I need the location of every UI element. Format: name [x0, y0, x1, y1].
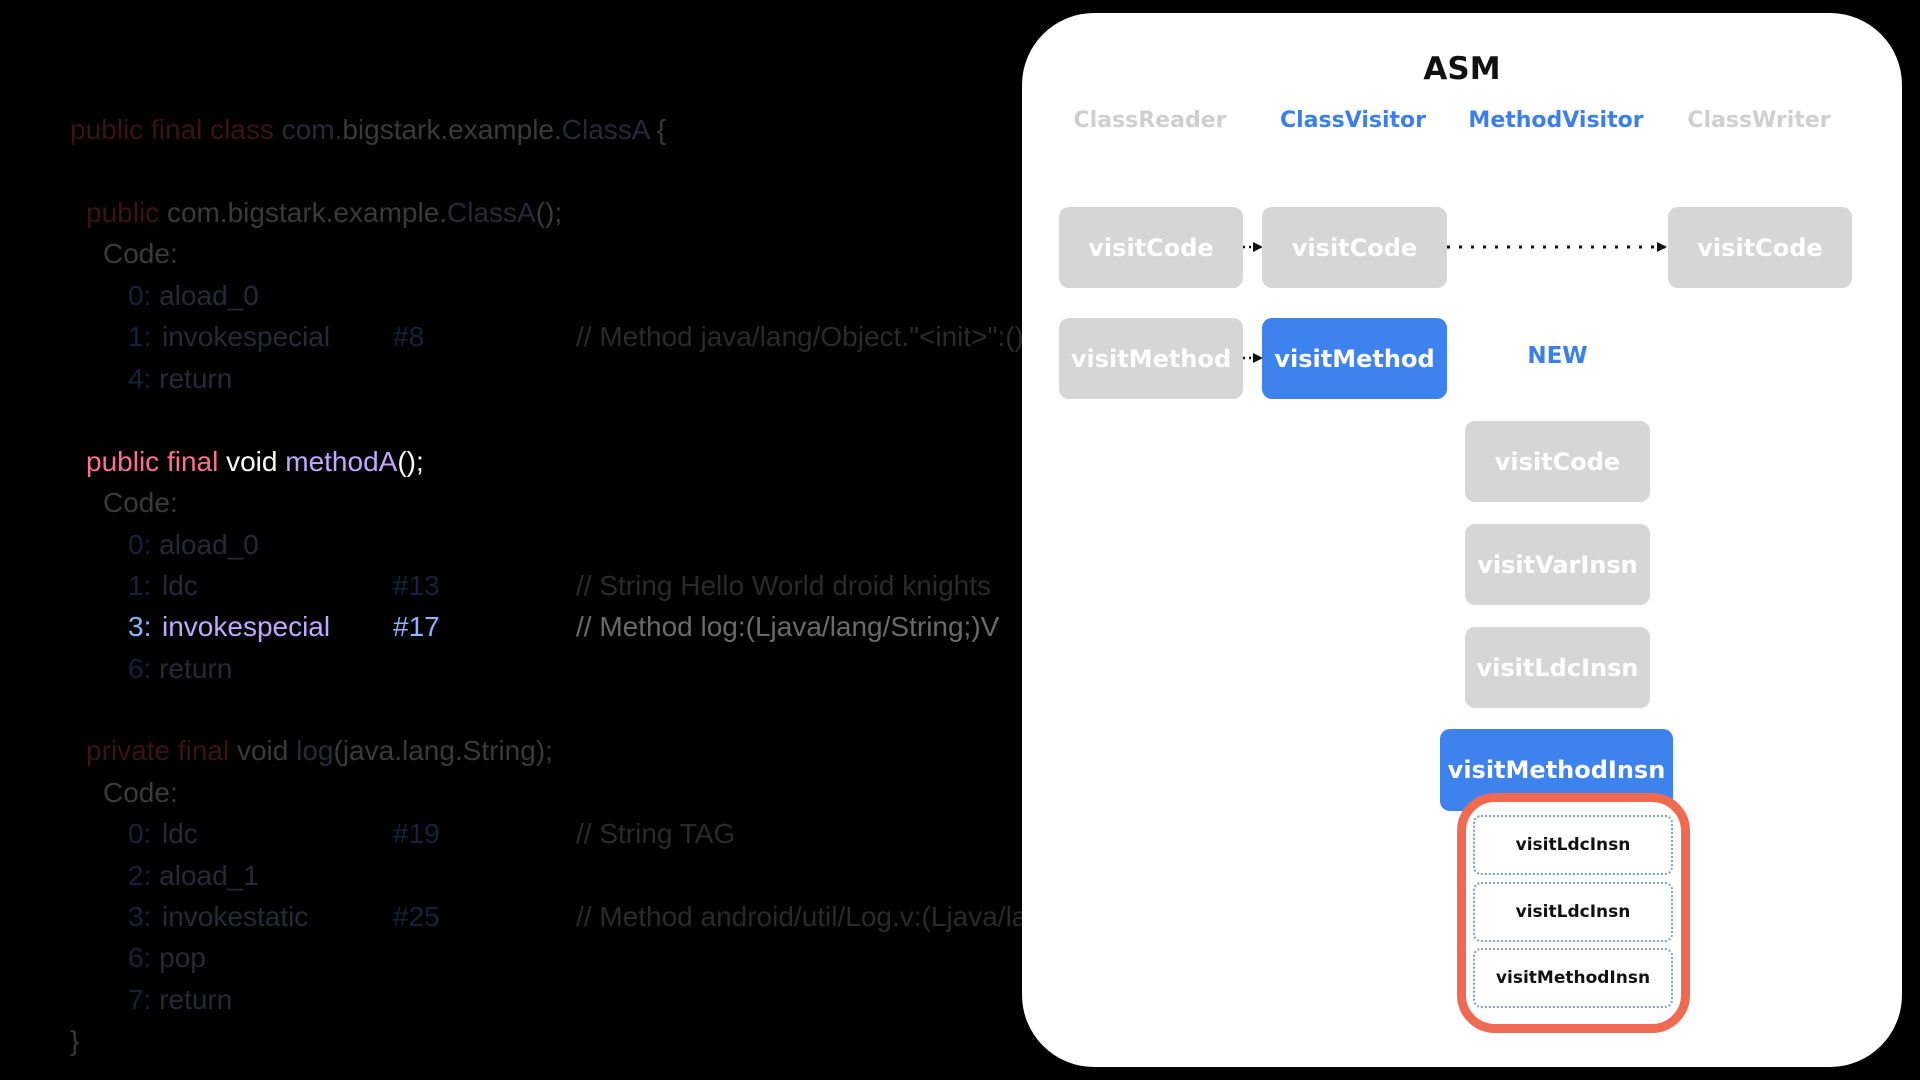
code-token: 3:: [128, 611, 152, 642]
code-token: 6:: [128, 653, 160, 684]
reader-visitcode-box: visitCode: [1059, 207, 1243, 288]
code-token: 0:: [128, 818, 152, 849]
code-token: 0:: [128, 280, 160, 311]
code-token: invokespecial: [162, 321, 331, 352]
code-line-instruction: 4: return: [128, 359, 232, 399]
code-token: 3:: [128, 901, 152, 932]
code-token: aload_0: [159, 529, 259, 560]
sub-visitmethodinsn-box: visitMethodInsn: [1473, 948, 1673, 1008]
column-header-classwriter: ClassWriter: [1687, 108, 1831, 133]
column-header-methodvisitor: MethodVisitor: [1468, 108, 1644, 133]
code-token: (java.lang.String);: [333, 735, 553, 766]
new-label: NEW: [1527, 343, 1588, 369]
code-comment: // Method log:(Ljava/lang/String;)V: [576, 611, 1000, 642]
code-token: #8: [393, 321, 425, 352]
code-token: public final class: [70, 114, 282, 145]
sub-visitldcinsn-box-2: visitLdcInsn: [1473, 882, 1673, 942]
code-token: #13: [393, 570, 440, 601]
code-line-instruction: 0: aload_0: [128, 525, 259, 565]
code-token: public: [86, 197, 167, 228]
code-line-instruction: 3: invokestatic #25 // Method android/ut…: [128, 897, 1030, 937]
code-token: aload_0: [159, 280, 259, 311]
code-token: bigstark.example.: [342, 114, 562, 145]
code-line-constructor: public com.bigstark.example.ClassA();: [86, 193, 562, 233]
code-token: pop: [159, 942, 206, 973]
visitor-visitmethod-box: visitMethod: [1262, 318, 1447, 399]
code-token: 4:: [128, 363, 160, 394]
code-token: ClassA: [561, 114, 649, 145]
new-visitcode-box: visitCode: [1465, 421, 1650, 502]
code-token: aload_1: [159, 860, 259, 891]
code-line-instruction: 1: invokespecial #8 // Method java/lang/…: [128, 317, 1030, 357]
new-visitvarinsn-box: visitVarInsn: [1465, 524, 1650, 605]
code-token: 1:: [128, 321, 152, 352]
code-comment: // String TAG: [576, 818, 736, 849]
code-token: log: [296, 735, 334, 766]
code-comment: // String Hello World droid knights: [576, 570, 991, 601]
code-token: ldc: [162, 818, 198, 849]
code-comment: // Method android/util/Log.v:(Ljava/lang…: [576, 901, 1030, 932]
code-token: void: [236, 735, 297, 766]
code-token: {: [648, 114, 667, 145]
code-line-method-decl: public final void methodA();: [86, 442, 424, 482]
code-token: return: [159, 363, 233, 394]
code-token: ();: [397, 446, 424, 477]
code-line-instruction: 0: aload_0: [128, 276, 259, 316]
code-line-instruction-highlighted: 3: invokespecial #17 // Method log:(Ljav…: [128, 607, 1028, 647]
code-comment: // Method java/lang/Object."<init>":()V: [576, 321, 1030, 352]
code-token: #25: [393, 901, 440, 932]
code-token: com.: [281, 114, 343, 145]
reader-visitmethod-box: visitMethod: [1059, 318, 1243, 399]
code-line-code-label: Code:: [103, 238, 178, 269]
writer-visitcode-box: visitCode: [1668, 207, 1852, 288]
visitor-visitcode-box: visitCode: [1262, 207, 1447, 288]
code-token: return: [159, 653, 233, 684]
code-line-instruction: 0: ldc #19 // String TAG: [128, 814, 1028, 854]
code-token: ClassA: [447, 197, 536, 228]
code-token: private final: [86, 735, 237, 766]
bytecode-listing: public final class com.bigstark.example.…: [70, 110, 1030, 1056]
new-visitldcinsn-box: visitLdcInsn: [1465, 627, 1650, 708]
code-token: ldc: [162, 570, 198, 601]
code-token: 0:: [128, 529, 160, 560]
asm-title: ASM: [1423, 51, 1501, 87]
code-line-code-label: Code:: [103, 777, 178, 808]
code-token: invokespecial: [162, 611, 331, 642]
code-token: return: [159, 984, 233, 1015]
code-token: 6:: [128, 942, 160, 973]
code-line-code-label: Code:: [103, 487, 178, 518]
code-token: com.bigstark.example.: [166, 197, 448, 228]
column-header-classreader: ClassReader: [1073, 108, 1227, 133]
code-line-instruction: 7: return: [128, 980, 232, 1020]
code-line-instruction: 2: aload_1: [128, 856, 259, 896]
code-line-method-decl: private final void log(java.lang.String)…: [86, 731, 553, 771]
code-token: ();: [535, 197, 563, 228]
code-token: 7:: [128, 984, 160, 1015]
code-token: public final: [86, 446, 227, 477]
code-line-class-decl: public final class com.bigstark.example.…: [70, 110, 666, 150]
code-token: void: [226, 446, 286, 477]
code-line-instruction: 1: ldc #13 // String Hello World droid k…: [128, 566, 1028, 606]
code-line-closing-brace: }: [70, 1025, 80, 1056]
sub-visitldcinsn-box-1: visitLdcInsn: [1473, 815, 1673, 875]
code-token: invokestatic: [162, 901, 309, 932]
code-line-instruction: 6: return: [128, 649, 232, 689]
code-token: #17: [393, 611, 440, 642]
code-token: 2:: [128, 860, 160, 891]
column-header-classvisitor: ClassVisitor: [1279, 108, 1427, 133]
code-token: 1:: [128, 570, 152, 601]
code-token: methodA: [285, 446, 398, 477]
code-token: #19: [393, 818, 440, 849]
code-line-instruction: 6: pop: [128, 938, 206, 978]
